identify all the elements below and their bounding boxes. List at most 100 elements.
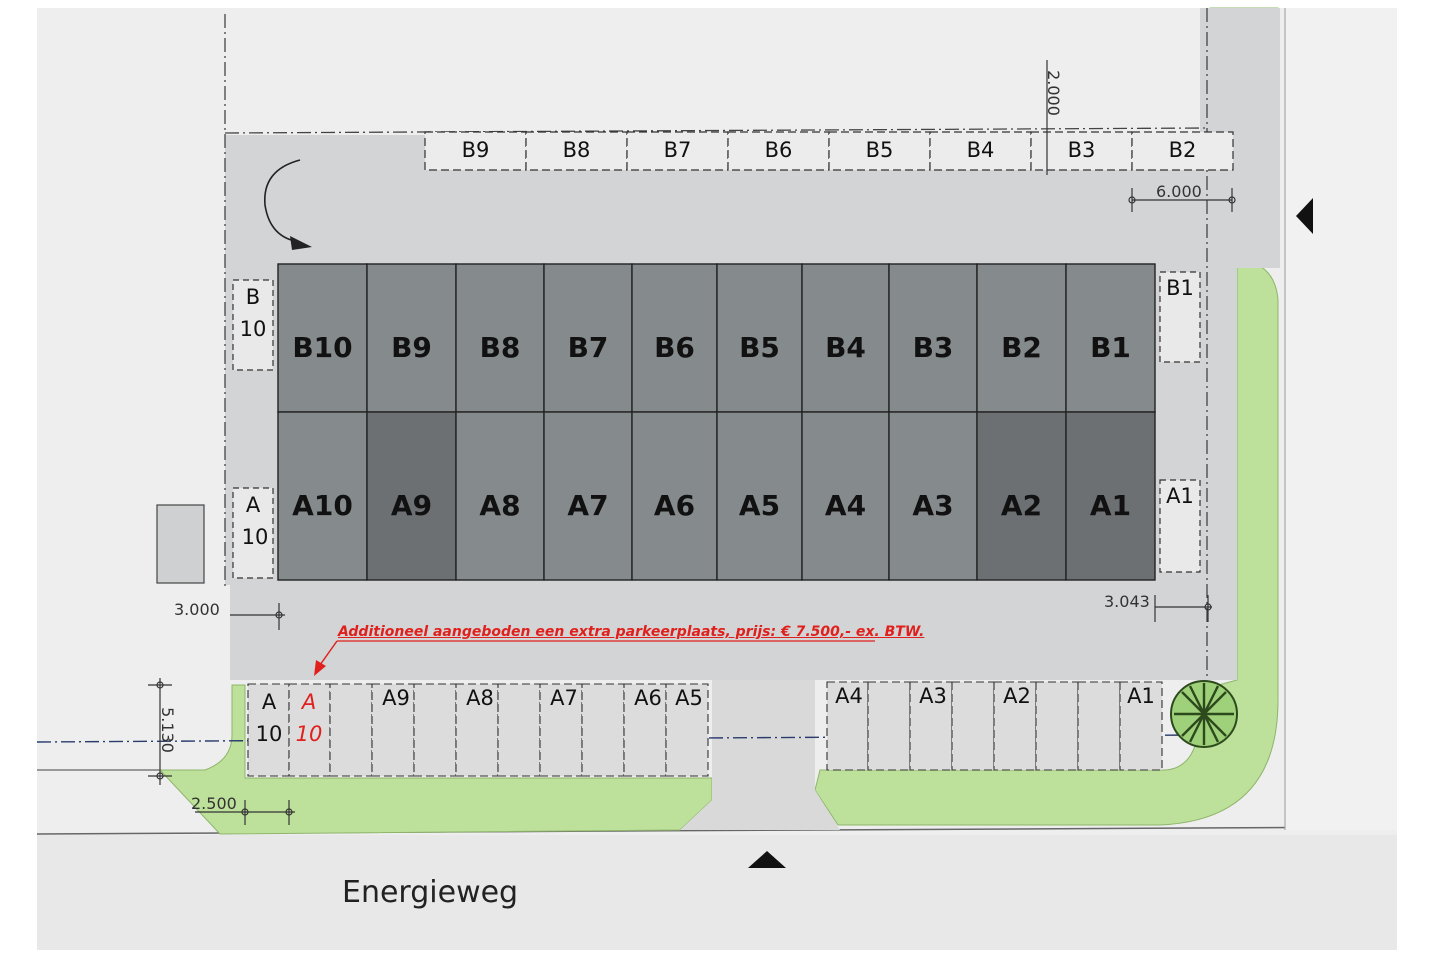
unit-b7	[543, 263, 633, 413]
unit-label-b9: B9	[391, 331, 432, 364]
parking-top-b6	[727, 131, 830, 171]
unit-b8	[455, 263, 545, 413]
parking-label-bottom-a4: A4	[835, 684, 863, 708]
boundary-top	[224, 127, 1209, 134]
dimension-left-vertical: 5.130	[157, 707, 177, 753]
parking-label-top-b4: B4	[966, 138, 995, 162]
unit-label-b6: B6	[654, 331, 695, 364]
parking-bottom-left-slot	[329, 683, 373, 777]
parking-label-bottom-a5: A5	[675, 686, 703, 710]
unit-b5	[716, 263, 803, 413]
unit-a4	[801, 411, 890, 581]
parking-bottom-right-slot	[1077, 681, 1121, 771]
unit-b4	[801, 263, 890, 413]
unit-b6	[631, 263, 718, 413]
parking-label-bottom-a7: A7	[550, 686, 578, 710]
unit-label-a8: A8	[479, 489, 521, 522]
dimension-right-mid: 3.043	[1104, 592, 1150, 611]
top-parking	[424, 131, 1234, 171]
parking-top-b9	[424, 131, 527, 171]
unit-label-a9: A9	[390, 489, 433, 522]
parking-label-bottom-a9: A9	[382, 686, 410, 710]
unit-a8	[455, 411, 545, 581]
parking-label-bottom-a8: A8	[466, 686, 494, 710]
parking-bottom-left-slot	[455, 683, 499, 777]
unit-label-b5: B5	[739, 331, 780, 364]
parking-bottom-left-slot	[539, 683, 583, 777]
parking-side-b1	[1159, 271, 1201, 363]
parking-label-b1: B1	[1166, 276, 1194, 300]
unit-b10	[277, 263, 368, 413]
unit-label-a6: A6	[653, 489, 696, 522]
parking-bottom-right-slot	[993, 681, 1037, 771]
parking-label-bottom-a10-letter: A	[261, 690, 277, 714]
parking-label-a10-letter: A	[245, 493, 261, 517]
unit-label-a5: A5	[738, 489, 781, 522]
parking-label-extra-number: 10	[295, 722, 323, 746]
parking-label-top-b8: B8	[562, 138, 591, 162]
entrance-arrow-bottom-icon	[748, 851, 786, 868]
bottom-parking	[247, 681, 1163, 777]
parking-label-a1: A1	[1166, 484, 1194, 508]
parking-bottom-left-slot	[623, 683, 667, 777]
units-block	[277, 263, 1156, 581]
parking-label-a10-number: 10	[241, 525, 269, 549]
parking-bottom-right-slot	[867, 681, 911, 771]
unit-label-b2: B2	[1001, 331, 1042, 364]
parking-label-b10-letter: B	[245, 285, 261, 309]
parking-top-b8	[525, 131, 628, 171]
unit-label-a10: A10	[292, 489, 353, 522]
parking-bottom-left-slot	[288, 683, 331, 777]
parking-bottom-left-slot	[497, 683, 541, 777]
parking-label-bottom-a2: A2	[1003, 684, 1031, 708]
entrance-arrow-right-icon	[1296, 198, 1313, 234]
street-area	[37, 835, 1397, 950]
dimension-left-mid: 3.000	[174, 600, 220, 619]
parking-label-top-b7: B7	[663, 138, 692, 162]
turning-arrow-head-icon	[290, 236, 312, 250]
parking-bottom-left-slot	[581, 683, 625, 777]
parking-bottom-right-slot	[909, 681, 953, 771]
dimension-right-top: 6.000	[1156, 182, 1202, 201]
parking-side-a1	[1159, 479, 1201, 573]
unit-label-b1: B1	[1090, 331, 1131, 364]
extra-parking-note: Additioneel aangeboden een extra parkeer…	[338, 624, 925, 640]
dimension-bottom-left: 2.500	[191, 794, 237, 813]
neighbour-plot	[1285, 8, 1397, 830]
dimension-lines	[148, 60, 1236, 825]
parking-label-top-b6: B6	[764, 138, 793, 162]
parking-label-bottom-a3: A3	[919, 684, 947, 708]
green-strip-right	[814, 259, 1279, 826]
parking-label-b10-number: 10	[239, 317, 267, 341]
turning-arrow-icon	[264, 159, 301, 243]
parking-label-top-b3: B3	[1067, 138, 1096, 162]
parking-top-b7	[626, 131, 729, 171]
parking-label-bottom-a10-number: 10	[255, 722, 283, 746]
unit-label-a3: A3	[912, 489, 954, 522]
parking-label-top-b5: B5	[865, 138, 894, 162]
unit-label-b4: B4	[825, 331, 866, 364]
parking-label-bottom-a1: A1	[1127, 684, 1155, 708]
tree-icon	[1170, 680, 1238, 748]
shed	[156, 504, 205, 584]
unit-label-b7: B7	[567, 331, 609, 364]
parking-side-b10	[232, 279, 274, 371]
unit-b1	[1065, 263, 1156, 413]
unit-label-b3: B3	[912, 331, 954, 364]
driveway	[680, 680, 840, 830]
parking-bottom-right-slot	[1035, 681, 1079, 771]
parking-bottom-left-slot	[413, 683, 457, 777]
street-name: Energieweg	[342, 875, 519, 910]
note-arrow-icon	[314, 640, 875, 676]
unit-label-a1: A1	[1089, 489, 1132, 522]
unit-a10	[277, 411, 368, 581]
parking-bottom-right-slot	[1119, 681, 1163, 771]
unit-label-a2: A2	[1000, 489, 1043, 522]
unit-a1	[1065, 411, 1156, 581]
parking-label-extra-letter: A	[301, 690, 317, 714]
unit-a6	[631, 411, 718, 581]
unit-a7	[543, 411, 633, 581]
dimension-top: 2.000	[1043, 70, 1063, 116]
parking-label-bottom-a6: A6	[634, 686, 662, 710]
